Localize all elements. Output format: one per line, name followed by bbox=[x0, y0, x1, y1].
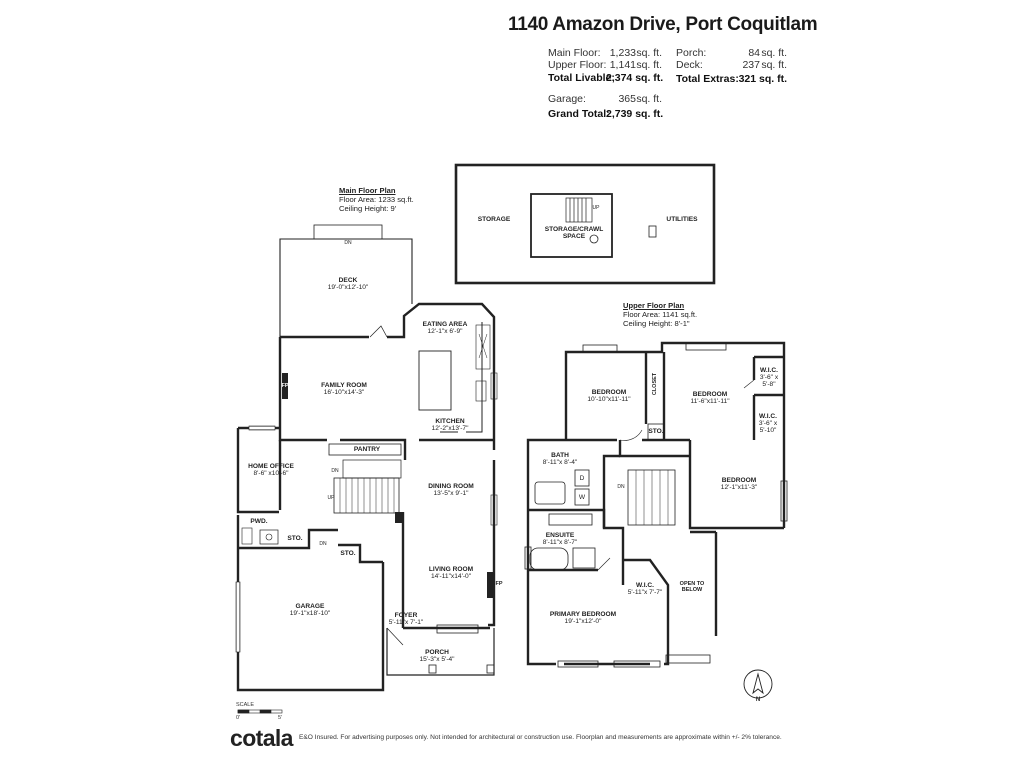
room-pantry: PANTRY bbox=[353, 446, 381, 453]
deck-stair-dn: DN bbox=[344, 240, 352, 246]
basement-storage-label: STORAGE bbox=[477, 216, 511, 223]
deck-outline bbox=[279, 224, 413, 337]
upper-stair-dn: DN bbox=[617, 484, 625, 490]
dryer-label: D bbox=[579, 475, 585, 482]
upper-floor-interior bbox=[524, 342, 788, 668]
disclaimer: E&O Insured. For advertising purposes on… bbox=[299, 734, 782, 741]
kitchen-island bbox=[418, 350, 452, 411]
room-wic-3: W.I.C.5'-11"x 7'-7" bbox=[627, 582, 663, 596]
total-livable-area: Total Livable: 2,374 sq. ft. bbox=[548, 72, 664, 84]
deck-area: Deck: 237 sq. ft. bbox=[676, 59, 787, 71]
main-floor-interior bbox=[241, 322, 495, 676]
scale-bar bbox=[237, 709, 283, 714]
basement-utilities-label: UTILITIES bbox=[666, 216, 698, 223]
scale-start: 0' bbox=[236, 715, 241, 721]
main-floor-windows bbox=[235, 372, 498, 653]
scale-label: SCALE bbox=[236, 702, 255, 708]
main-floor-area: Main Floor: 1,233 sq. ft. bbox=[548, 47, 662, 59]
room-powder: PWD. bbox=[250, 518, 268, 525]
washer-label: W bbox=[578, 494, 586, 501]
compass-north-label: N bbox=[755, 697, 761, 703]
room-closet: CLOSET bbox=[652, 372, 658, 396]
basement-stair bbox=[565, 197, 593, 223]
main-floor-walls bbox=[236, 302, 496, 692]
upper-floor-area: Upper Floor: 1,141 sq. ft. bbox=[548, 59, 662, 71]
cotala-logo: cotala bbox=[230, 725, 293, 751]
page-title: 1140 Amazon Drive, Port Coquitlam bbox=[508, 14, 818, 35]
room-storage-1: STO. bbox=[287, 535, 303, 542]
main-floor-plan-title: Main Floor Plan Floor Area: 1233 sq.ft. … bbox=[339, 186, 414, 213]
scale-end: 5' bbox=[278, 715, 283, 721]
main-stair-up: UP bbox=[327, 495, 335, 501]
grand-total-area: Grand Total: 2,739 sq. ft. bbox=[548, 108, 664, 120]
garage-area: Garage: 365 sq. ft. bbox=[548, 93, 662, 105]
total-extras-area: Total Extras: 321 sq. ft. bbox=[676, 73, 787, 85]
main-stair-dn: DN bbox=[331, 468, 339, 474]
room-storage-2: STO. bbox=[340, 550, 356, 557]
porch-area: Porch: 84 sq. ft. bbox=[676, 47, 787, 59]
room-upper-storage: STO. bbox=[648, 428, 664, 435]
garage-stair-dn: DN bbox=[319, 541, 327, 547]
basement-outline bbox=[454, 163, 716, 285]
fireplace-family: FP bbox=[281, 383, 289, 389]
compass bbox=[743, 669, 773, 699]
basement-drain bbox=[589, 234, 599, 244]
open-to-below: OPEN TO BELOW bbox=[679, 581, 705, 593]
crawl-space-outline bbox=[530, 193, 613, 258]
basement-crawl-label: STORAGE/CRAWL SPACE bbox=[544, 226, 604, 240]
basement-utility-panel bbox=[648, 225, 657, 238]
upper-floor-plan-title: Upper Floor Plan Floor Area: 1141 sq.ft.… bbox=[623, 301, 698, 328]
main-stair bbox=[333, 477, 400, 514]
basement-up-label: UP bbox=[592, 205, 600, 211]
fireplace-living: FP bbox=[495, 581, 503, 587]
